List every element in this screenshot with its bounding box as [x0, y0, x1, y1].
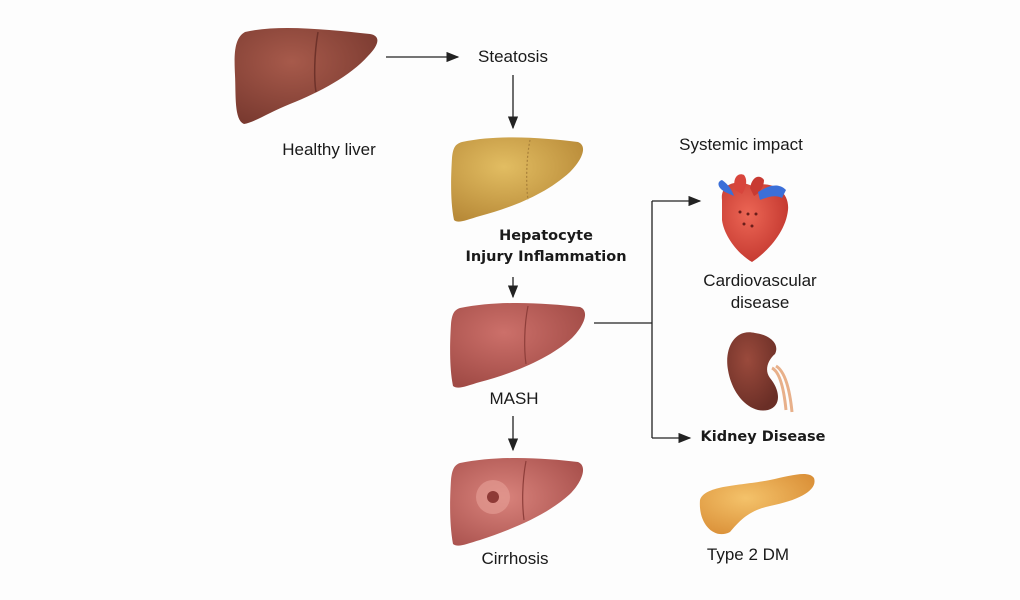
systemic-connector — [594, 195, 702, 444]
healthy-liver-label: Healthy liver — [282, 140, 376, 159]
steatosis-label: Steatosis — [478, 47, 548, 66]
mash-label: MASH — [489, 389, 539, 408]
kidney-disease-label: Kidney Disease — [700, 429, 826, 445]
cardiovascular-disease-label: disease — [730, 293, 790, 312]
cirrhosis-liver-image — [450, 457, 584, 546]
hepatocyte-label: Hepatocyte — [499, 228, 593, 244]
heart-image — [718, 174, 789, 262]
systemic-impact-title: Systemic impact — [679, 135, 803, 154]
kidney-image — [727, 332, 794, 413]
healthy-liver-image — [234, 28, 378, 124]
pancreas-image — [699, 474, 815, 535]
mash-liver-image — [450, 302, 586, 388]
cirrhosis-label: Cirrhosis — [481, 549, 549, 568]
cardiovascular-label: Cardiovascular — [703, 271, 817, 290]
injury-inflammation-label: Injury Inflammation — [465, 249, 627, 265]
fatty-liver-image — [451, 137, 584, 222]
type2-dm-label: Type 2 DM — [706, 545, 790, 564]
